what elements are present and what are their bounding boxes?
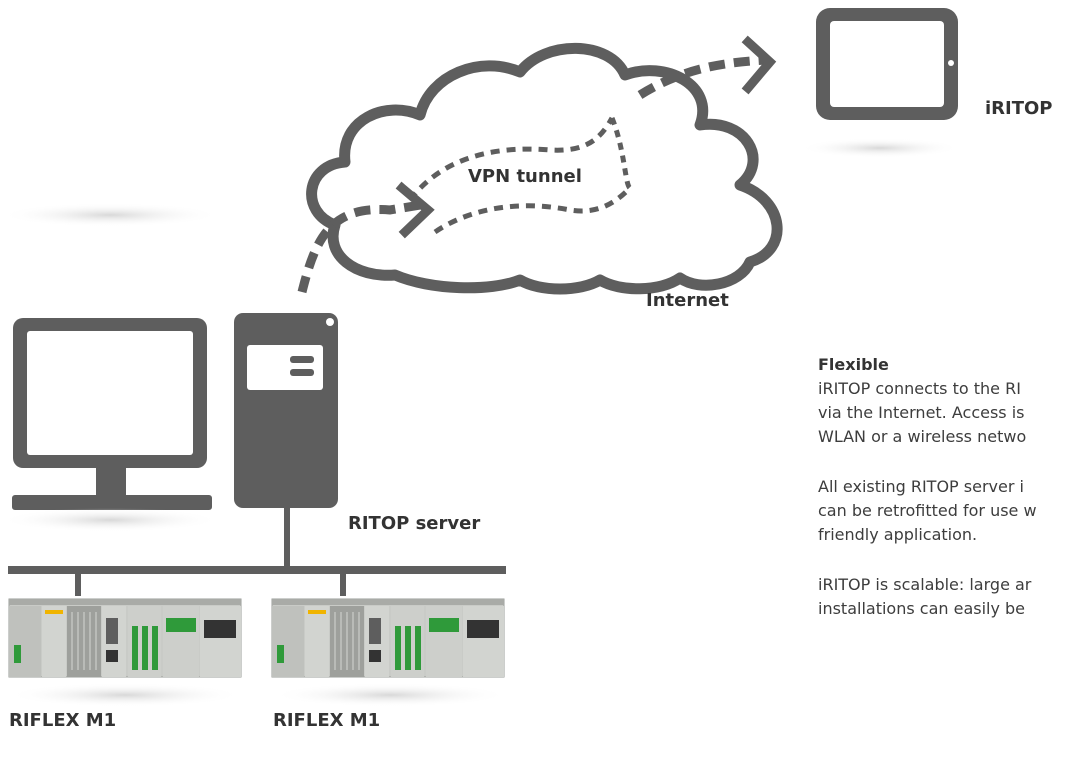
panel-heading: Flexible [818,355,889,374]
internet-label: Internet [646,290,729,311]
ritop-server-label: RITOP server [348,513,481,534]
paragraph: iRITOP is scalable: large ar installatio… [818,575,1032,618]
paragraph: iRITOP connects to the RI via the Intern… [818,379,1027,446]
vpn-tunnel-label: VPN tunnel [468,166,582,187]
description-panel: Flexible iRITOP connects to the RI via t… [818,355,1078,647]
vpn-tunnel-lines [408,116,633,235]
tablet-icon [800,8,960,158]
monitor-icon [0,203,220,532]
connection-path [297,55,769,294]
arrow-icon [395,181,435,239]
riflex-module-rack-1 [7,598,243,707]
riflex-2-label: RIFLEX M1 [273,710,381,731]
server-tower-icon [234,313,338,508]
paragraph: All existing RITOP server i can be retro… [818,477,1037,544]
iritop-label: iRITOP [985,98,1053,119]
arrow-icon [741,35,777,95]
riflex-module-rack-2 [271,598,508,707]
riflex-1-label: RIFLEX M1 [9,710,117,731]
bus-line [8,508,506,596]
internet-cloud-icon [306,42,783,295]
